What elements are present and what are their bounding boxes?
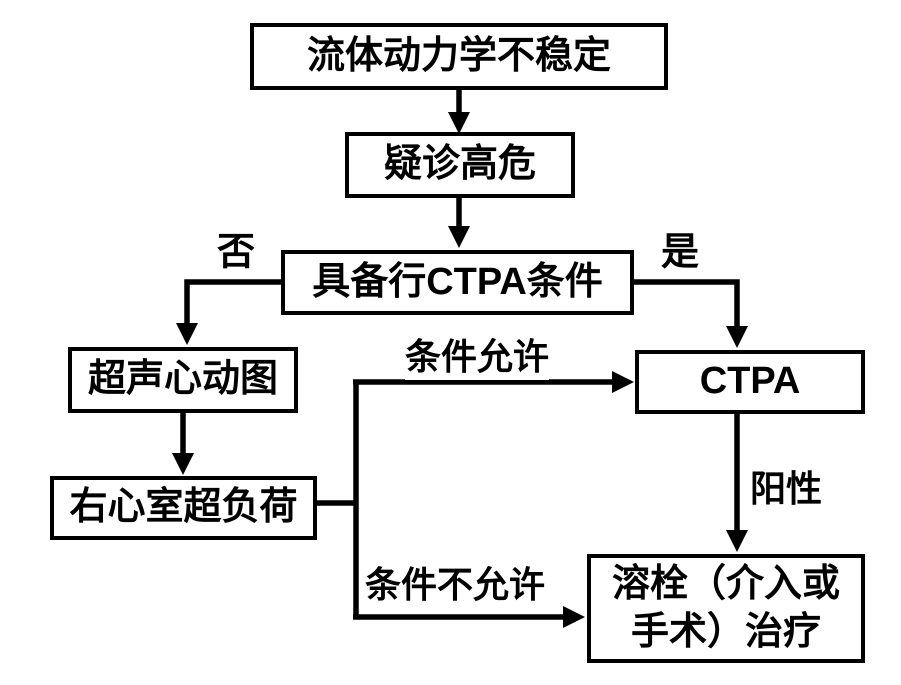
edge-label-no: 否 <box>216 220 256 276</box>
edge-suspect-to-condition-arrowhead <box>448 226 470 248</box>
node-ctpa-condition-label: 具备行CTPA条件 <box>312 260 603 303</box>
node-echocardiography-label: 超声心动图 <box>87 358 278 401</box>
node-ctpa: CTPA <box>635 350 865 414</box>
edge-label-condition-not-allows: 条件不允许 <box>364 556 546 608</box>
node-thrombolysis: 溶栓（介入或 手术）治疗 <box>587 554 865 663</box>
edge-yes-branch <box>634 279 740 330</box>
edge-condition-allows-arrowhead <box>612 371 634 393</box>
node-suspected-high-risk-label: 疑诊高危 <box>383 143 536 186</box>
node-rv-overload: 右心室超负荷 <box>50 476 317 540</box>
node-echocardiography: 超声心动图 <box>68 347 298 413</box>
edge-yes-branch-arrowhead <box>726 326 748 348</box>
node-hemodynamic-instability-label: 流体动力学不稳定 <box>306 34 611 77</box>
node-ctpa-label: CTPA <box>699 360 801 403</box>
node-suspected-high-risk: 疑诊高危 <box>345 132 575 198</box>
edge-label-positive: 阳性 <box>749 460 823 512</box>
edge-condition-not-allows-arrowhead <box>563 606 585 628</box>
edge-echo-to-rv-arrowhead <box>172 453 194 475</box>
node-hemodynamic-instability: 流体动力学不稳定 <box>250 23 668 90</box>
edge-label-condition-allows: 条件允许 <box>404 328 550 380</box>
edge-unstable-to-suspect-arrowhead <box>448 112 470 134</box>
edge-no-branch-arrowhead <box>176 323 198 345</box>
edge-no-branch <box>184 279 281 327</box>
node-ctpa-condition: 具备行CTPA条件 <box>281 250 634 315</box>
edge-positive-arrowhead <box>726 530 748 552</box>
node-rv-overload-label: 右心室超负荷 <box>69 486 298 529</box>
node-thrombolysis-label: 溶栓（介入或 手术）治疗 <box>611 563 840 653</box>
edge-label-yes: 是 <box>660 220 700 276</box>
